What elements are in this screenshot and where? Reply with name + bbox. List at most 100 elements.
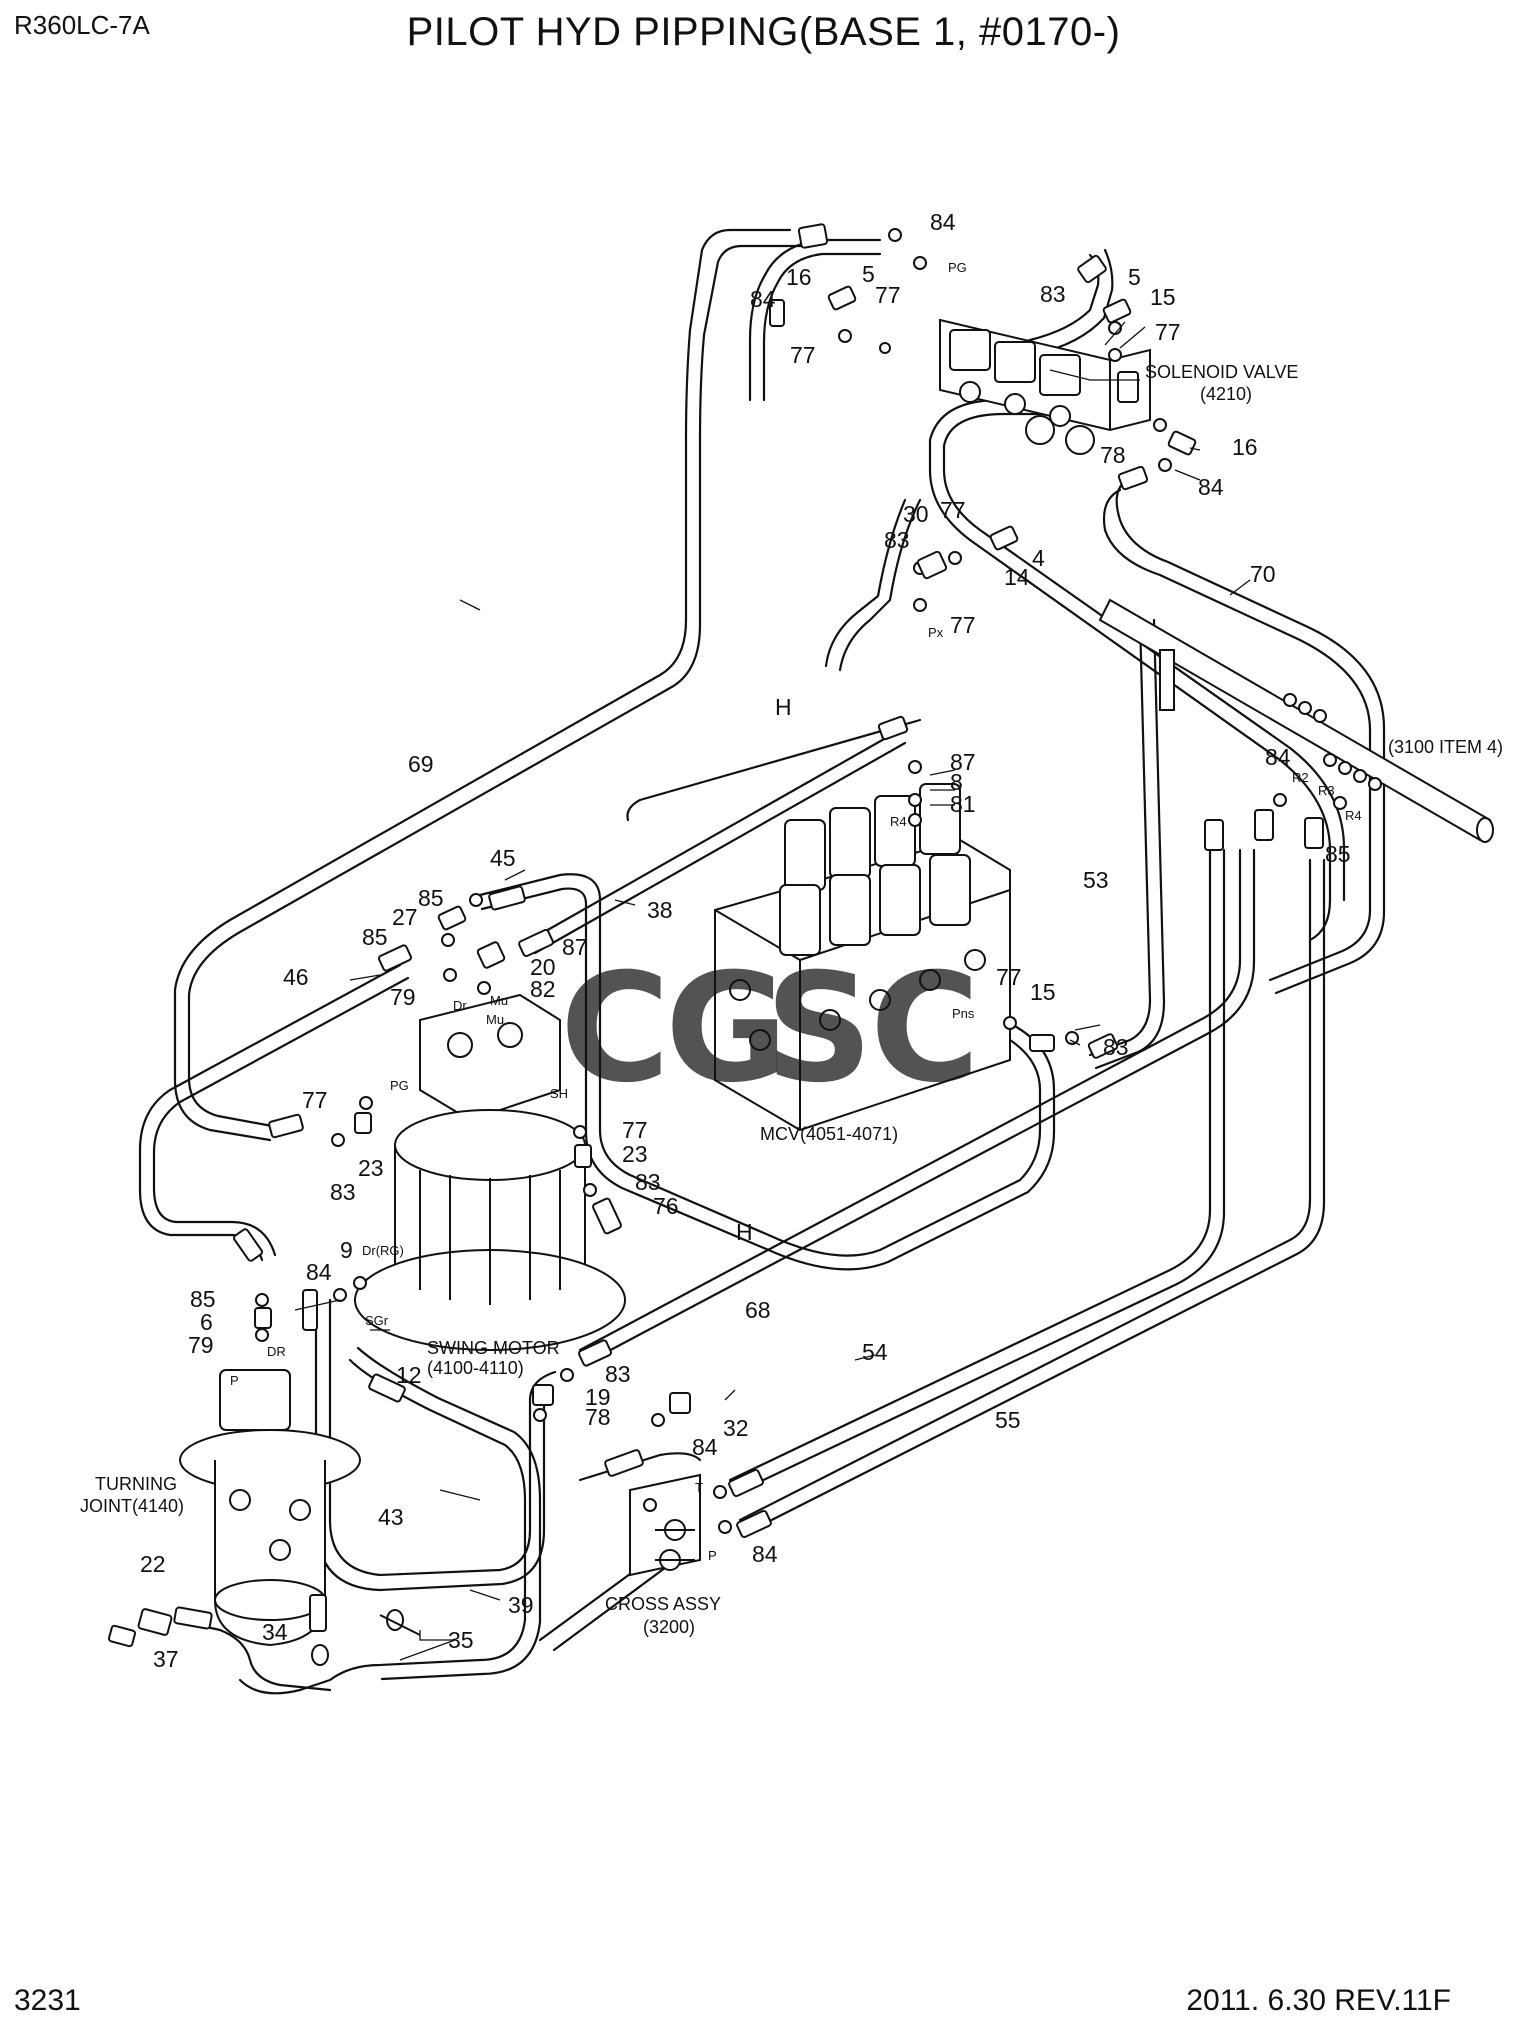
callout-77: 77 xyxy=(790,342,816,368)
callout-38: 38 xyxy=(647,897,673,923)
callout-39: 39 xyxy=(508,1592,534,1618)
callout-5: 5 xyxy=(1128,264,1141,290)
turning-joint xyxy=(179,1369,361,1647)
callout-85: 85 xyxy=(418,885,444,911)
callout-84: 84 xyxy=(1198,474,1224,500)
model-number: R360LC-7A xyxy=(14,10,150,40)
callout-16: 16 xyxy=(786,264,812,290)
callout-83: 83 xyxy=(330,1179,356,1205)
callout-16: 16 xyxy=(1232,434,1258,460)
callout-77: 77 xyxy=(940,497,966,523)
callout-84: 84 xyxy=(306,1259,332,1285)
callout-77: 77 xyxy=(996,964,1022,990)
callout-dr-rg: Dr(RG) xyxy=(362,1243,404,1258)
swing-motor-code: (4100-4110) xyxy=(427,1358,524,1378)
callout-87: 87 xyxy=(950,749,976,775)
component-labels: SOLENOID VALVE (4210) MCV(4051-4071) SWI… xyxy=(80,362,1503,1637)
callout-83: 83 xyxy=(1040,281,1066,307)
callout-15: 15 xyxy=(1030,979,1056,1005)
callout-77: 77 xyxy=(950,612,976,638)
hose-69 xyxy=(173,228,792,1142)
hose-70-inner xyxy=(942,412,1346,902)
hose-84-cross xyxy=(578,1452,702,1482)
watermark-letter-3: S xyxy=(765,942,873,1116)
callout-83: 83 xyxy=(1103,1034,1129,1060)
callout-mu-motor: Mu xyxy=(486,1012,504,1027)
callout-23: 23 xyxy=(622,1141,648,1167)
callout-84: 84 xyxy=(1265,744,1291,770)
hose-39-inner xyxy=(356,1346,542,1681)
reference-label: (3100 ITEM 4) xyxy=(1388,737,1503,757)
callout-84: 84 xyxy=(930,209,956,235)
callout-19: 19 xyxy=(585,1384,611,1410)
watermark: C G S C xyxy=(560,942,980,1116)
callout-dr: Dr xyxy=(453,998,467,1013)
callout-77: 77 xyxy=(302,1087,328,1113)
callout-dr-joint: DR xyxy=(267,1344,286,1359)
callout-h: H xyxy=(775,694,792,720)
watermark-letter-4: C xyxy=(870,942,980,1116)
hose-h-top xyxy=(838,498,922,672)
hose-55 xyxy=(738,858,1312,1522)
reference-pipe xyxy=(1098,598,1494,843)
callout-pns: Pns xyxy=(952,1006,975,1021)
solenoid-valve-code: (4210) xyxy=(1200,384,1252,404)
hose-55-inner xyxy=(744,858,1326,1535)
callout-54: 54 xyxy=(862,1339,888,1365)
callout-78: 78 xyxy=(1100,442,1126,468)
swing-motor xyxy=(354,993,626,1351)
revision-date: 2011. 6.30 REV.11F xyxy=(1186,1984,1451,2017)
hose-54 xyxy=(728,848,1212,1482)
callout-8: 8 xyxy=(950,769,963,795)
callout-85: 85 xyxy=(190,1286,216,1312)
callout-30: 30 xyxy=(903,501,929,527)
callout-6: 6 xyxy=(200,1309,213,1335)
callout-h: H xyxy=(736,1219,753,1245)
turning-joint-label: TURNING xyxy=(95,1474,177,1494)
callout-82: 82 xyxy=(530,976,556,1002)
hose-top-a-inner xyxy=(762,252,882,402)
callout-22: 22 xyxy=(140,1551,166,1577)
part-callouts: 84 5 77 16 84 77 83 5 15 77 78 16 84 30 … xyxy=(140,209,1362,1672)
callout-34: 34 xyxy=(262,1619,288,1645)
callout-53: 53 xyxy=(1083,867,1109,893)
callout-14: 14 xyxy=(1004,564,1030,590)
callout-pg-solenoid: PG xyxy=(948,260,967,275)
callout-83: 83 xyxy=(884,527,910,553)
turning-joint-code: JOINT(4140) xyxy=(80,1496,184,1516)
callout-27: 27 xyxy=(392,904,418,930)
callout-83: 83 xyxy=(635,1169,661,1195)
callout-43: 43 xyxy=(378,1504,404,1530)
page-title: PILOT HYD PIPPING(BASE 1, #0170-) xyxy=(406,10,1121,54)
callout-46: 46 xyxy=(283,964,309,990)
page-number: 3231 xyxy=(14,1984,81,2017)
callout-15: 15 xyxy=(1150,284,1176,310)
callout-32: 32 xyxy=(723,1415,749,1441)
callout-77: 77 xyxy=(875,282,901,308)
callout-r4-mcv: R4 xyxy=(890,814,907,829)
swing-motor-label: SWING MOTOR xyxy=(427,1338,560,1358)
callout-84: 84 xyxy=(752,1541,778,1567)
hose-53 xyxy=(1088,618,1152,1057)
pipe-87 xyxy=(626,718,922,822)
hose-45-inner xyxy=(480,887,1056,1271)
hose-70 xyxy=(928,398,1332,942)
callout-pg: PG xyxy=(390,1078,409,1093)
callout-79: 79 xyxy=(390,984,416,1010)
callout-sgr: SGr xyxy=(365,1313,389,1328)
hose-h-top-inner xyxy=(824,498,907,668)
hose-45 xyxy=(478,873,1042,1257)
cross-assy-code: (3200) xyxy=(643,1617,695,1637)
cross-assy xyxy=(629,1473,701,1577)
hose-54-inner xyxy=(734,848,1226,1495)
callout-p-joint: P xyxy=(230,1373,239,1388)
callout-76: 76 xyxy=(653,1193,679,1219)
callout-55: 55 xyxy=(995,1407,1021,1433)
callout-px: Px xyxy=(928,625,944,640)
callout-12: 12 xyxy=(396,1362,422,1388)
callout-84: 84 xyxy=(692,1434,718,1460)
hose-69-inner xyxy=(187,244,807,1128)
callout-79: 79 xyxy=(188,1332,214,1358)
hydraulic-piping-diagram: C G S C SOLENOID VALVE (4210) MCV(4051-4… xyxy=(80,209,1503,1695)
callout-t: T xyxy=(695,1480,703,1495)
